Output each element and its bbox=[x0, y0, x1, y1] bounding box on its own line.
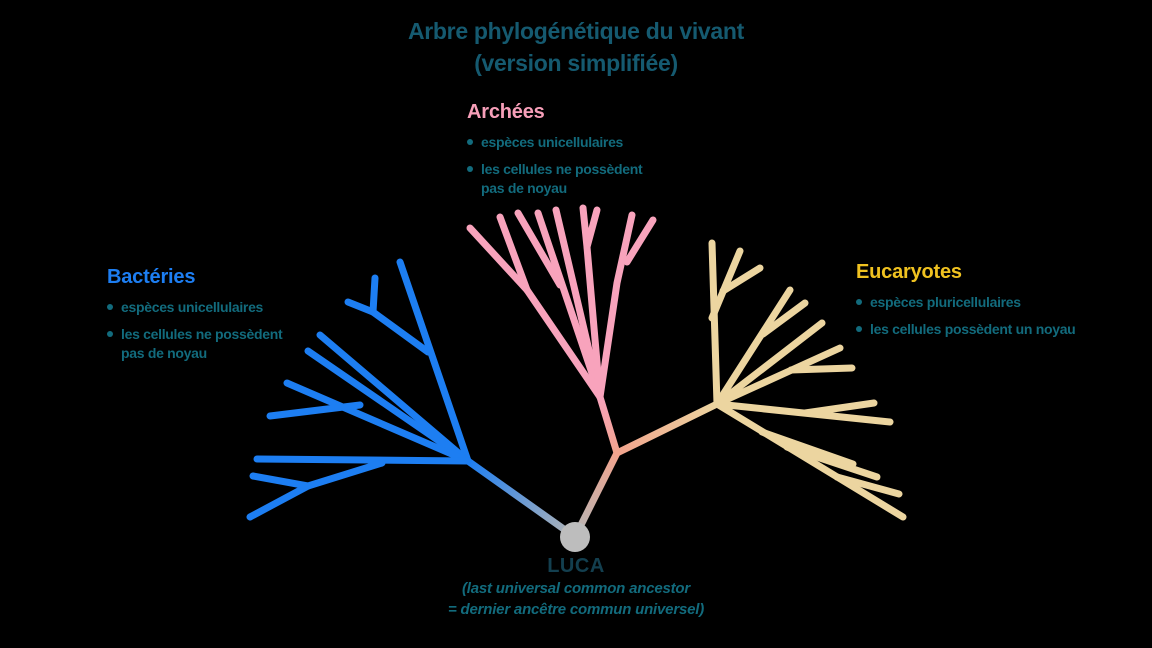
luca-label-block: LUCA (last universal common ancestor = d… bbox=[0, 554, 1152, 620]
branch-archaea bbox=[496, 213, 531, 294]
branch-eucaryote bbox=[708, 239, 721, 408]
eucaryote-label: Eucaryotes bbox=[856, 261, 962, 283]
branch-eucaryote bbox=[713, 400, 907, 521]
stem-junction-to-eucaryote bbox=[613, 400, 721, 457]
branch-bacteria bbox=[253, 455, 472, 465]
bullet-dot-icon bbox=[467, 166, 473, 172]
branch-bacteria bbox=[246, 459, 386, 521]
branch-archaea bbox=[623, 216, 657, 266]
bacteria-bullet-1-text: espèces unicellulaires bbox=[121, 299, 264, 315]
branch-bacteria bbox=[396, 258, 472, 465]
eucaryote-bullet-2-text: les cellules possèdent un noyau bbox=[870, 321, 1076, 337]
branch-bacteria bbox=[266, 401, 364, 420]
branch-eucaryote bbox=[713, 286, 794, 408]
branch-bacteria bbox=[283, 379, 472, 465]
stem-luca-to-junction bbox=[571, 449, 621, 541]
bacteria-label: Bactéries bbox=[107, 266, 196, 288]
bacteria-bullet-2-line-1: les cellules ne possèdent bbox=[121, 326, 283, 342]
archaea-bullet-2-line-2: pas de noyau bbox=[481, 180, 567, 196]
branch-eucaryote bbox=[758, 428, 857, 468]
bacteria-label-block: Bactéries espèces unicellulaires les cel… bbox=[107, 266, 283, 371]
archaea-bullet-1: espèces unicellulaires bbox=[467, 133, 642, 152]
bullet-dot-icon bbox=[856, 299, 862, 305]
bullet-dot-icon bbox=[107, 304, 113, 310]
bacteria-bullet-2: les cellules ne possèdent pas de noyau bbox=[107, 325, 283, 363]
eucaryote-label-block: Eucaryotes espèces pluricellulaires les … bbox=[856, 261, 1076, 347]
archaea-bullet-2-line-1: les cellules ne possèdent bbox=[481, 161, 643, 177]
branch-eucaryote bbox=[787, 364, 856, 374]
eucaryote-bullet-1-text: espèces pluricellulaires bbox=[870, 294, 1021, 310]
bullet-dot-icon bbox=[856, 326, 862, 332]
branch-archaea bbox=[514, 209, 564, 289]
branch-bacteria bbox=[249, 472, 312, 490]
luca-sub-line-1: (last universal common ancestor bbox=[461, 580, 691, 597]
bacteria-bullet-1: espèces unicellulaires bbox=[107, 298, 282, 317]
branch-eucaryote bbox=[719, 264, 764, 295]
eucaryote-bullet-1: espèces pluricellulaires bbox=[856, 293, 1075, 312]
bullet-dot-icon bbox=[107, 331, 113, 337]
diagram-title: Arbre phylogénétique du vivant (version … bbox=[0, 15, 1152, 79]
title-line-1: Arbre phylogénétique du vivant bbox=[407, 18, 745, 44]
branch-eucaryote bbox=[833, 473, 903, 498]
luca-node bbox=[560, 522, 590, 552]
luca-sub-line-2: = dernier ancêtre commun universel) bbox=[447, 601, 704, 618]
luca-label: LUCA bbox=[547, 555, 605, 577]
archaea-bullet-1-text: espèces unicellulaires bbox=[481, 134, 624, 150]
archaea-bullet-2: les cellules ne possèdent pas de noyau bbox=[467, 160, 643, 198]
branch-bacteria bbox=[344, 298, 377, 316]
branch-eucaryote bbox=[783, 443, 881, 481]
bacteria-bullet-2-line-2: pas de noyau bbox=[121, 345, 207, 361]
title-line-2: (version simplifiée) bbox=[474, 50, 678, 76]
branch-archaea bbox=[583, 206, 601, 251]
branch-eucaryote bbox=[713, 344, 844, 408]
archaea-label: Archées bbox=[467, 101, 545, 123]
archaea-label-block: Archées espèces unicellulaires les cellu… bbox=[467, 101, 643, 206]
bullet-dot-icon bbox=[467, 139, 473, 145]
branch-archaea bbox=[552, 206, 604, 401]
branch-bacteria bbox=[304, 347, 472, 465]
branch-archaea bbox=[596, 211, 636, 401]
branch-eucaryote bbox=[801, 399, 878, 417]
branch-eucaryote bbox=[759, 299, 809, 338]
eucaryote-bullet-2: les cellules possèdent un noyau bbox=[856, 320, 1076, 339]
stem-junction-to-archaea bbox=[596, 393, 621, 457]
stem-luca-to-bacteria bbox=[464, 457, 579, 541]
branch-eucaryote bbox=[713, 319, 826, 408]
branch-eucaryote bbox=[708, 247, 744, 322]
